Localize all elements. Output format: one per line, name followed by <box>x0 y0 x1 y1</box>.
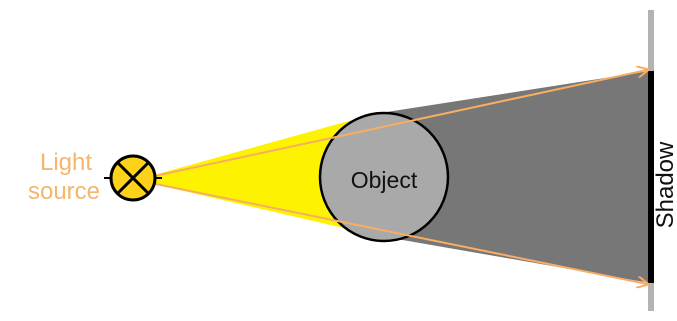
shadow-label: Shadow <box>652 141 677 229</box>
object-label: Object <box>350 167 418 193</box>
lower-ray-arrow <box>135 179 647 284</box>
light-beam <box>136 114 374 235</box>
shadow-region <box>374 71 650 283</box>
light-source-label-source: source <box>27 178 101 205</box>
light-source-label-light: Light <box>39 149 93 176</box>
upper-ray-arrow <box>135 70 647 181</box>
lamp-symbol-icon <box>104 154 162 202</box>
object-circle <box>318 111 450 243</box>
